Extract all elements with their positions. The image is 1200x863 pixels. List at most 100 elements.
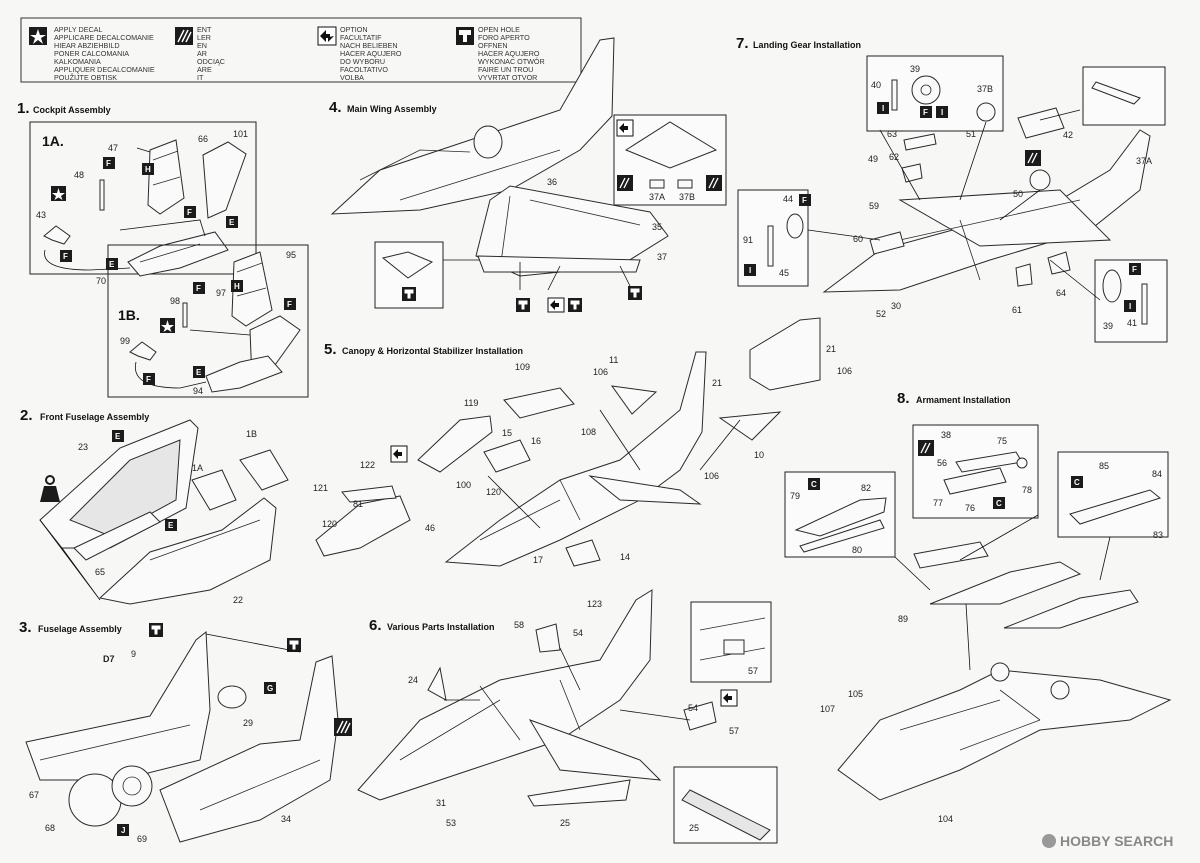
- gear-door-part: [903, 133, 937, 151]
- legend-text: EN: [197, 41, 207, 50]
- part-number: 65: [95, 567, 105, 577]
- legend-text: IT: [197, 73, 204, 82]
- part-number: 21: [826, 344, 836, 354]
- legend-text: LER: [197, 33, 211, 42]
- svg-text:Fuselage Assembly: Fuselage Assembly: [38, 624, 122, 634]
- svg-text:Front Fuselage Assembly: Front Fuselage Assembly: [40, 412, 149, 422]
- part-number: 105: [848, 689, 863, 699]
- svg-text:2.: 2.: [20, 407, 33, 424]
- badge-i: I: [744, 264, 756, 276]
- step-title-7: 7.Landing Gear Installation: [736, 35, 861, 52]
- svg-text:6.: 6.: [369, 617, 382, 634]
- svg-text:F: F: [196, 284, 201, 293]
- part-number: 64: [1056, 288, 1066, 298]
- lower-wing-part: [477, 255, 641, 273]
- decal-star-icon: [29, 27, 47, 45]
- main-wing-part: [475, 185, 669, 277]
- step-4-diagram: 36 35 37 37A 37B: [330, 37, 727, 313]
- inset-box: [912, 424, 1039, 519]
- pylon-part: [794, 497, 887, 537]
- weight-icon: [40, 475, 60, 502]
- part-number: 23: [78, 442, 88, 452]
- svg-text:C: C: [996, 499, 1002, 508]
- part-number: 120: [322, 519, 337, 529]
- part-number: 67: [29, 790, 39, 800]
- badge-e: E: [226, 216, 238, 228]
- part-number: 30: [891, 301, 901, 311]
- badge-g: G: [264, 682, 276, 694]
- aircraft-fuselage-part: [444, 351, 707, 567]
- svg-text:F: F: [187, 208, 192, 217]
- paint-stripes-icon: [334, 718, 352, 736]
- part-number: 70: [96, 276, 106, 286]
- part-number: 98: [170, 296, 180, 306]
- svg-text:Various Parts Installation: Various Parts Installation: [387, 622, 495, 632]
- part-number: 22: [233, 595, 243, 605]
- legend-box: APPLY DECAL APPLICARE DECALCOMANIE HIEAR…: [20, 17, 582, 83]
- open-hole-icon: [287, 638, 301, 652]
- legend-text: DO WYBORU: [340, 57, 385, 66]
- svg-text:Canopy & Horizontal Stabilizer: Canopy & Horizontal Stabilizer Installat…: [342, 346, 523, 356]
- canopy-detail-part: [315, 495, 411, 557]
- part-number: 47: [108, 143, 118, 153]
- aircraft-fuselage-part: [357, 589, 653, 801]
- cockpit-tub-part: [127, 231, 229, 277]
- part-number: 54: [573, 628, 583, 638]
- step-6-diagram: 123 58 54 24 54 57 31 53 25 25 57: [357, 589, 778, 844]
- badge-e: E: [165, 519, 177, 531]
- part-number: 41: [1127, 318, 1137, 328]
- step-title-2: 2. Front Fuselage Assembly: [20, 407, 149, 424]
- gear-door-part: [1015, 263, 1033, 287]
- part-number: 9: [131, 649, 136, 659]
- svg-text:E: E: [168, 521, 174, 530]
- horizontal-stabilizer-part: [718, 411, 782, 441]
- part-number: 39: [1103, 321, 1113, 331]
- intake-part: [217, 685, 247, 709]
- legend-text: ARE: [197, 65, 212, 74]
- main-wing-part: [898, 189, 1112, 247]
- svg-text:I: I: [941, 108, 943, 117]
- svg-text:E: E: [229, 218, 235, 227]
- part-number: 66: [198, 134, 208, 144]
- svg-text:F: F: [63, 252, 68, 261]
- wheel-part: [1029, 169, 1051, 191]
- gear-door-part: [869, 231, 905, 255]
- step-title-1: 1.Cockpit Assembly: [17, 100, 111, 117]
- svg-text:1.: 1.: [17, 100, 30, 117]
- part-number: 34: [281, 814, 291, 824]
- part-number: 29: [243, 718, 253, 728]
- step-title-8: 8.Armament Installation: [897, 390, 1011, 407]
- part-number: 57: [729, 726, 739, 736]
- part-number: 78: [1022, 485, 1032, 495]
- badge-i: I: [936, 106, 948, 118]
- part-number: 76: [965, 503, 975, 513]
- part-number: D7: [103, 654, 115, 664]
- part-number: 84: [1152, 469, 1162, 479]
- svg-text:I: I: [749, 266, 751, 275]
- part-number: 57: [748, 666, 758, 676]
- step-title-5: 5.Canopy & Horizontal Stabilizer Install…: [324, 341, 523, 358]
- legend-text: ODCIĄC: [197, 57, 225, 66]
- step-5-diagram: 109 11 106 21 119 15 16 108 10 106 122 1…: [313, 317, 852, 567]
- part-number: 97: [216, 288, 226, 298]
- svg-text:F: F: [802, 196, 807, 205]
- svg-text:H: H: [234, 282, 240, 291]
- part-number: 14: [620, 552, 630, 562]
- speed-brake-part: [565, 539, 601, 567]
- part-number: 82: [861, 483, 871, 493]
- part-number: 1A: [192, 463, 203, 473]
- paint-stripes-icon: [706, 175, 722, 191]
- part-number: 69: [137, 834, 147, 844]
- drop-tank-part: [943, 467, 1007, 495]
- small-part: [683, 701, 717, 731]
- canopy-part: [503, 387, 575, 419]
- part-number: 107: [820, 704, 835, 714]
- part-number: 50: [1013, 189, 1023, 199]
- turbine-face-part: [111, 765, 153, 807]
- part-number: 85: [1099, 461, 1109, 471]
- legend-text: ENT: [197, 25, 212, 34]
- gear-door-part: [1017, 107, 1065, 139]
- svg-text:I: I: [882, 104, 884, 113]
- substep-1a-label: 1A.: [42, 133, 64, 149]
- substep-1b-box: [107, 244, 309, 398]
